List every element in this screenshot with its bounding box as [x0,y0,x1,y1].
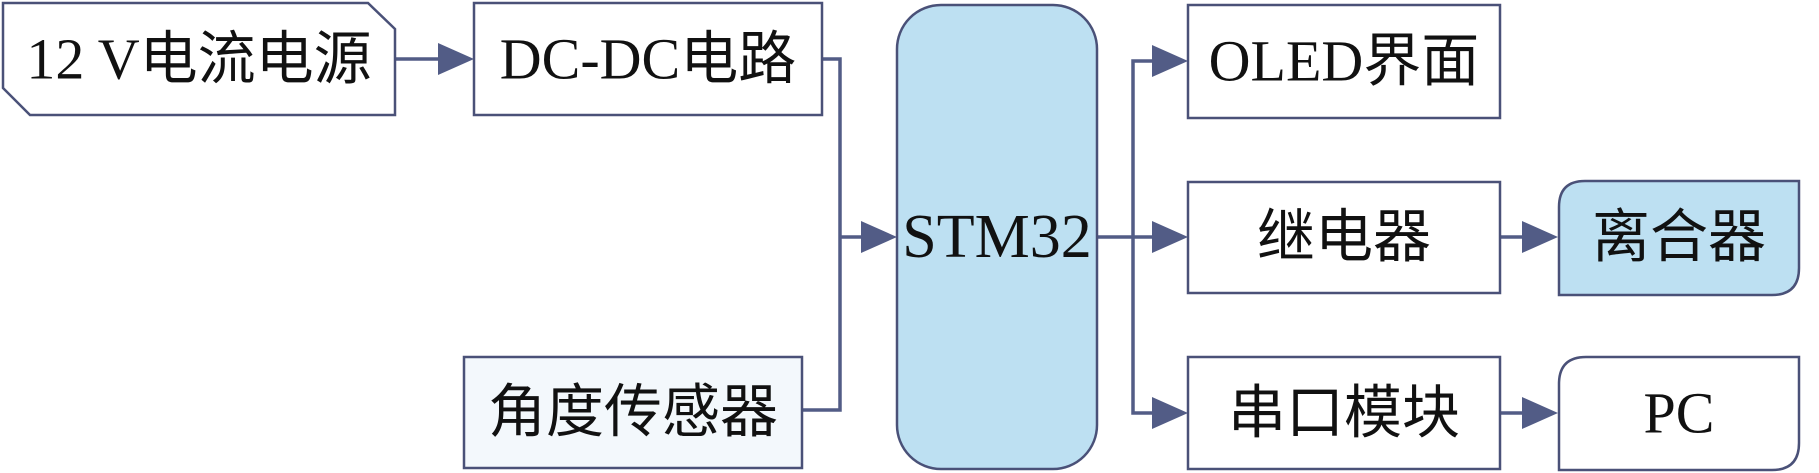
arrowhead-relay [1152,221,1188,253]
node-relay: 继电器 [1186,180,1502,295]
node-clutch-label: 离合器 [1592,205,1766,270]
node-stm32-label: STM32 [902,203,1091,271]
node-stm32: STM32 [895,3,1099,471]
node-serial-module-label: 串口模块 [1228,381,1460,446]
connectors [395,43,1558,429]
arrowhead-dcdc [438,43,474,75]
node-serial-module: 串口模块 [1186,355,1502,471]
arrowhead-oled [1152,45,1188,77]
node-clutch: 离合器 [1557,179,1801,297]
node-oled-label: OLED界面 [1209,29,1480,94]
node-power-supply-label: 12 V电流电源 [26,27,371,92]
node-angle-sensor: 角度传感器 [462,355,804,470]
node-pc-label: PC [1644,381,1715,446]
node-dcdc: DC-DC电路 [472,1,824,117]
node-pc: PC [1557,355,1801,472]
node-dcdc-label: DC-DC电路 [500,27,796,92]
arrowhead-pc [1522,397,1558,429]
arrowhead-serial [1152,397,1188,429]
arrowhead-clutch [1522,221,1558,253]
wire-dcdc-sensor-bus [802,57,842,412]
node-angle-sensor-label: 角度传感器 [488,380,778,445]
arrowhead-mcu [861,221,897,253]
node-relay-label: 继电器 [1257,205,1431,270]
node-oled: OLED界面 [1186,3,1502,120]
node-power-supply: 12 V电流电源 [1,1,397,117]
